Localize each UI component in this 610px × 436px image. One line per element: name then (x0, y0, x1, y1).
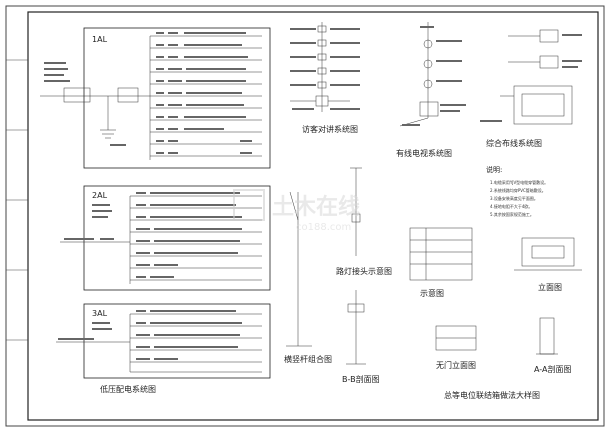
aa-section-diagram (536, 317, 558, 355)
elevation-title: 立面图 (538, 282, 562, 292)
notes-block: 说明: 1.电缆采用YJV型电缆穿管敷设。 2.系统线路均穿PVC管暗敷设。 3… (486, 165, 548, 217)
panel-2al-label: 2AL (92, 191, 108, 200)
pole-combo-diagram (286, 191, 312, 347)
schematic-diagram (409, 227, 473, 281)
aa-section-title: A-A剖面图 (534, 364, 571, 374)
equipotential-title: 总等电位联结箱做法大样图 (444, 390, 540, 400)
note-2: 2.系统线路均穿PVC管暗敷设。 (490, 187, 546, 193)
bb-section-diagram (346, 290, 366, 365)
inner-border (27, 11, 599, 421)
bb-section-title: B-B剖面图 (342, 374, 380, 384)
intercom-diagram (290, 22, 350, 112)
low-voltage-title: 低压配电系统图 (100, 384, 156, 394)
pole-combo-title: 横竖杆组合图 (284, 354, 332, 364)
low-voltage-diagram: 1AL (40, 27, 271, 394)
outer-border (5, 5, 605, 427)
integrated-wiring-title: 综合布线系统图 (486, 138, 542, 148)
watermark: 土木在线 co188.com (233, 189, 360, 233)
notes-title: 说明: (486, 165, 502, 174)
intercom-title: 访客对讲系统图 (302, 124, 358, 134)
note-5: 5.其余按国家规范施工。 (490, 211, 534, 217)
door-elevation-title: 无门立面图 (436, 360, 476, 370)
street-lamp-diagram (350, 167, 362, 256)
note-1: 1.电缆采用YJV型电缆穿管敷设。 (490, 179, 548, 185)
panel-3al-label: 3AL (92, 309, 108, 318)
watermark-logo-icon (233, 189, 265, 221)
panel-1al-label: 1AL (92, 35, 108, 44)
note-4: 4.接地电阻不大于4欧。 (490, 203, 532, 209)
elevation-diagram (514, 237, 582, 271)
door-elevation-diagram (435, 325, 477, 351)
street-lamp-title: 路灯接头示意图 (336, 266, 392, 276)
watermark-url: co188.com (296, 222, 351, 233)
integrated-wiring-diagram (500, 29, 573, 125)
cable-tv-title: 有线电视系统图 (396, 148, 452, 158)
note-3: 3.设备安装高度见平面图。 (490, 195, 538, 201)
schematic-title: 示意图 (420, 288, 444, 298)
watermark-text: 土木在线 (272, 194, 360, 220)
